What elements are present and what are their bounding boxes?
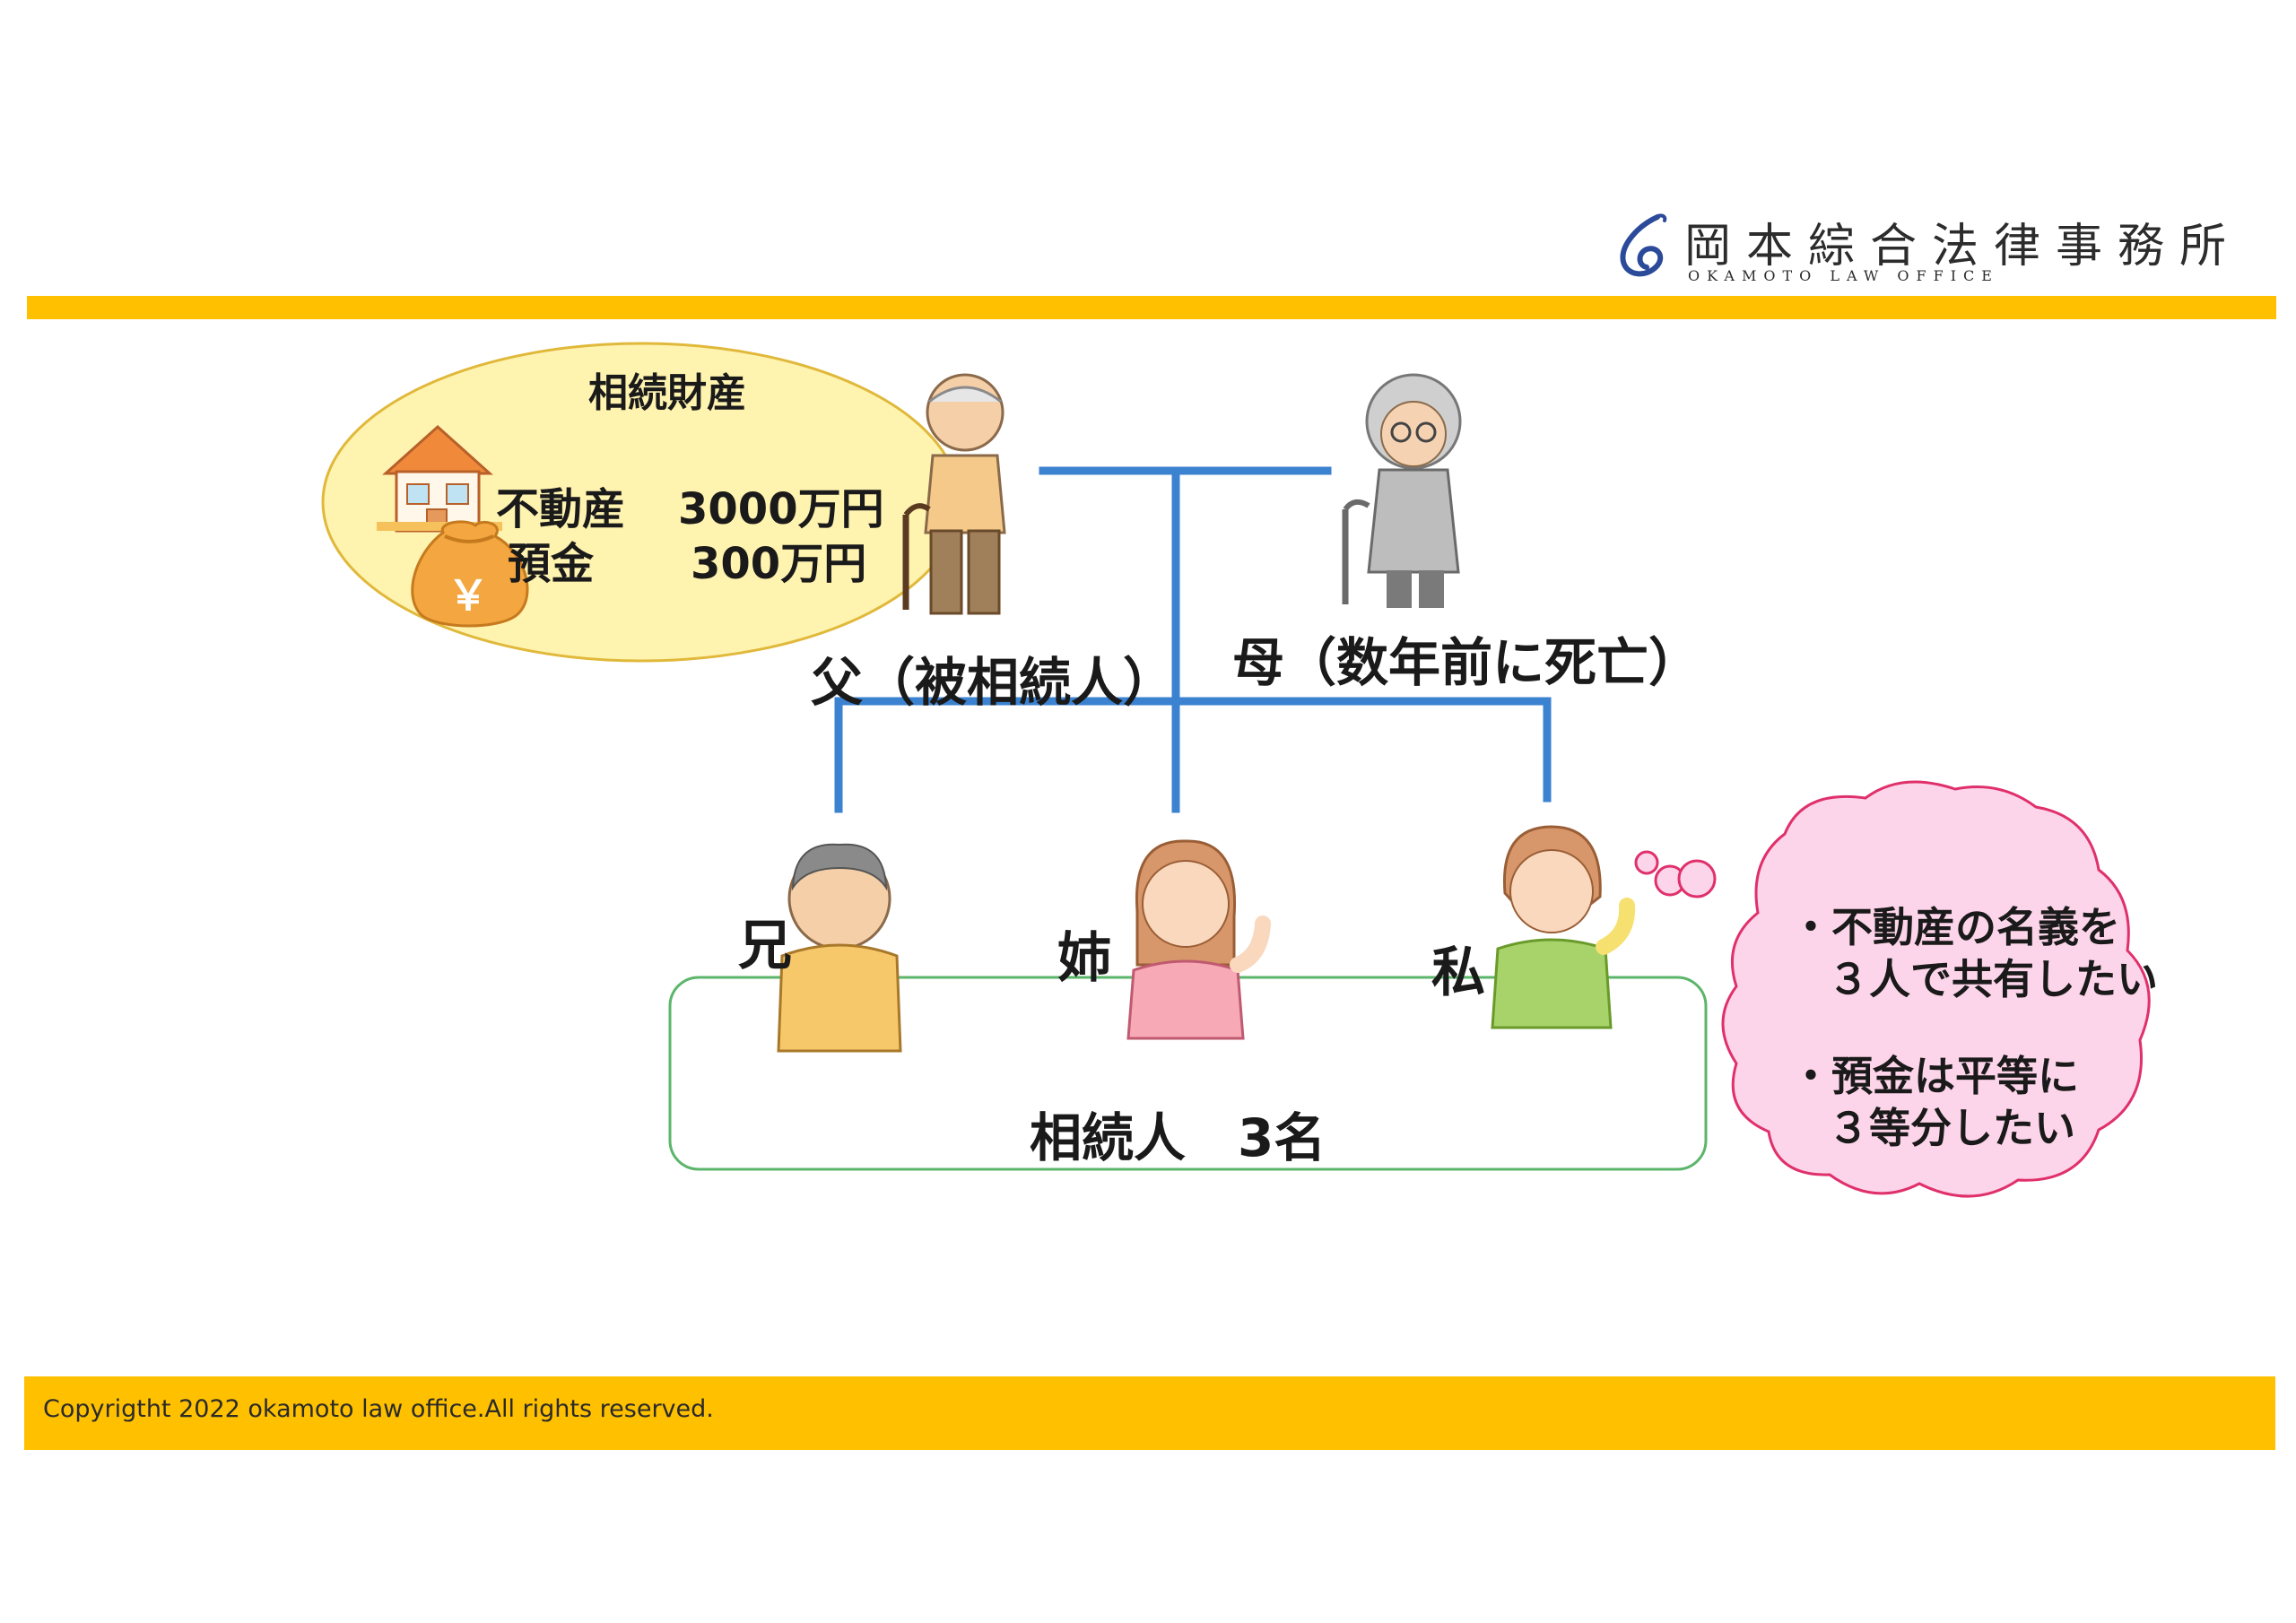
father-illustration xyxy=(902,373,1006,615)
mother-illustration xyxy=(1342,373,1462,608)
real-estate-value: 3000万円 xyxy=(678,484,884,534)
thought-bubble xyxy=(1634,780,2151,1198)
brother-label: 兄 xyxy=(738,915,792,977)
yen-symbol: ￥ xyxy=(448,571,489,620)
copyright-text: Copyrigtht 2022 okamoto law office.All r… xyxy=(43,1395,714,1423)
me-illustration xyxy=(1491,825,1636,1029)
sister-label: 姉 xyxy=(1057,927,1111,990)
money-bag-icon xyxy=(411,520,529,628)
mother-label: 母（数年前に死亡） xyxy=(1232,632,1701,693)
family-tree-lines xyxy=(834,466,1552,813)
logo-english-name: OKAMOTO LAW OFFICE xyxy=(1688,267,1999,284)
real-estate-label: 不動産 xyxy=(496,484,626,534)
heirs-count-label: 相続人 3名 xyxy=(1030,1107,1326,1168)
thought-line-deposit-2: ３等分したい xyxy=(1828,1104,2075,1152)
estate-title: 相続財産 xyxy=(588,370,746,416)
header-accent-bar xyxy=(27,296,2276,319)
thought-line-real-estate-2: ３人で共有したい xyxy=(1828,955,2158,1003)
footer-accent-bar xyxy=(24,1376,2275,1450)
sister-illustration xyxy=(1126,839,1271,1040)
father-label: 父（被相続人） xyxy=(811,652,1176,713)
law-office-logo-mark xyxy=(1620,213,1667,277)
thought-line-real-estate-1: ・不動産の名義を xyxy=(1790,903,2120,951)
deposit-label: 預金 xyxy=(508,539,595,589)
thought-line-deposit-1: ・預金は平等に xyxy=(1790,1052,2079,1100)
deposit-value: 300万円 xyxy=(691,539,867,589)
me-label: 私 xyxy=(1431,942,1485,1004)
logo-japanese-name: 岡本綜合法律事務所 xyxy=(1684,220,2242,273)
brother-illustration xyxy=(777,843,902,1053)
